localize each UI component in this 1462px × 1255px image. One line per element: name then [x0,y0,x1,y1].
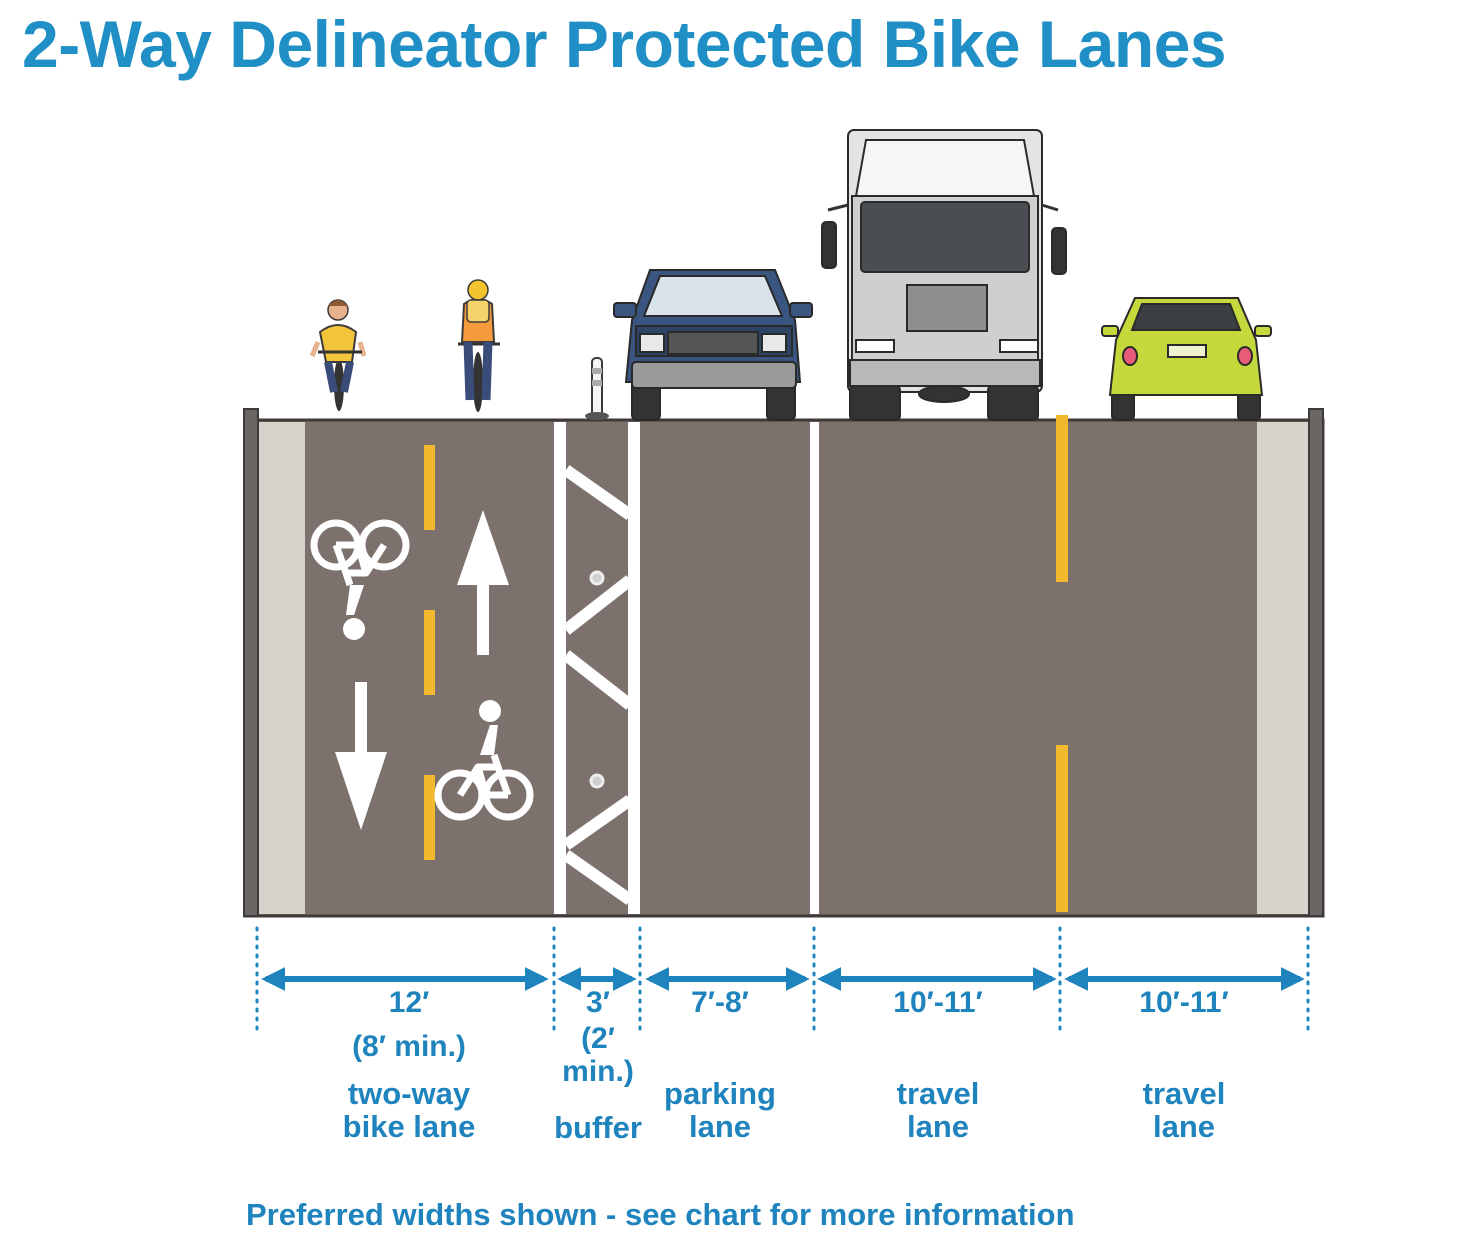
buffer-min-width: (2′ min.) [562,1022,634,1088]
bike-lane-label: two-way bike lane [342,1076,476,1145]
center-dash [424,775,435,860]
center-line-dash [1056,415,1068,582]
pickup-truck-icon [613,269,813,421]
bike-lane-min-width: (8′ min.) [352,1030,466,1063]
travel-lane-width: 10′-11′ [893,986,983,1019]
buffer-label: buffer [554,1110,642,1145]
road-surface [243,408,1325,918]
delineator-base [589,773,605,789]
curb-left [243,408,259,917]
curb-right [1308,408,1324,917]
buffer-width: 3′ [586,986,610,1019]
parking-lane-label: parking lane [664,1076,776,1145]
cyclist-icon [309,299,367,411]
footnote: Preferred widths shown - see chart for m… [246,1197,1075,1232]
travel-lane-label: travel lane [896,1076,980,1145]
center-line-dash [1056,745,1068,912]
parking-lane-line [810,422,819,914]
page-title: 2-Way Delineator Protected Bike Lanes [22,7,1227,81]
travel-lane-width: 10′-11′ [1139,986,1229,1019]
center-dash [424,610,435,695]
parking-lane-width: 7′-8′ [691,986,749,1019]
dimension-guides [255,926,1310,1032]
sidewalk-left [258,422,305,914]
travel-lane-label: travel lane [1142,1076,1226,1145]
delineator-post-icon [585,357,609,420]
center-dash [424,445,435,530]
delineator-base [589,570,605,586]
arrow-down-icon [335,682,387,830]
bike-lane-width: 12′ [388,986,430,1019]
box-truck-icon [821,129,1067,421]
sidewalk-right [1257,422,1309,914]
arrow-up-icon [457,510,509,655]
bike-lane-markings [314,445,530,860]
cyclist-icon [458,279,500,412]
buffer-zone [554,422,640,914]
hatchback-car-icon [1101,297,1272,421]
